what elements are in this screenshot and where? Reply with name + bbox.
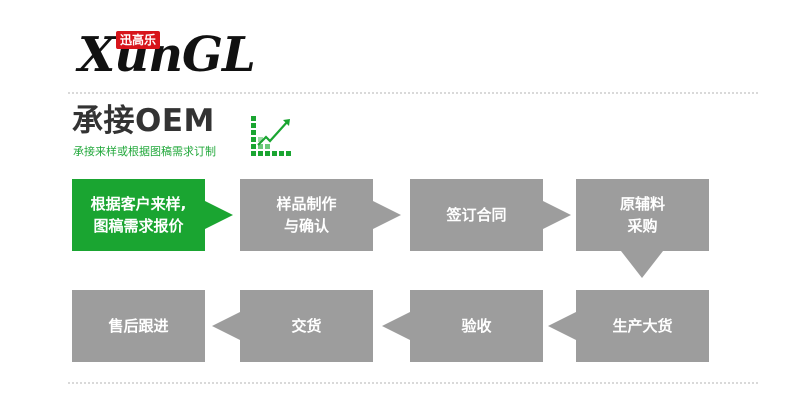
arrow-left-icon: [548, 312, 576, 340]
divider-top: [68, 92, 758, 94]
logo-stamp: 迅高乐: [116, 31, 161, 49]
logo-wordmark: XunGL: [78, 27, 256, 83]
arrow-right-icon: [205, 201, 233, 229]
brand-logo: XunGL 迅高乐: [78, 25, 298, 87]
section-subtitle: 承接来样或根据图稿需求订制: [73, 145, 216, 158]
divider-bottom: [68, 382, 758, 384]
step-quote: 根据客户来样, 图稿需求报价: [72, 179, 205, 251]
arrow-left-icon: [212, 312, 240, 340]
arrow-right-icon: [543, 201, 571, 229]
step-delivery: 交货: [240, 290, 373, 362]
growth-chart-icon: [251, 116, 291, 156]
step-materials: 原辅料 采购: [576, 179, 709, 251]
step-contract: 签订合同: [410, 179, 543, 251]
step-inspection: 验收: [410, 290, 543, 362]
arrow-down-icon: [621, 251, 663, 278]
step-aftersales: 售后跟进: [72, 290, 205, 362]
section-title: 承接OEM: [72, 103, 215, 139]
step-production: 生产大货: [576, 290, 709, 362]
arrow-right-icon: [373, 201, 401, 229]
step-sample: 样品制作 与确认: [240, 179, 373, 251]
arrow-left-icon: [382, 312, 410, 340]
